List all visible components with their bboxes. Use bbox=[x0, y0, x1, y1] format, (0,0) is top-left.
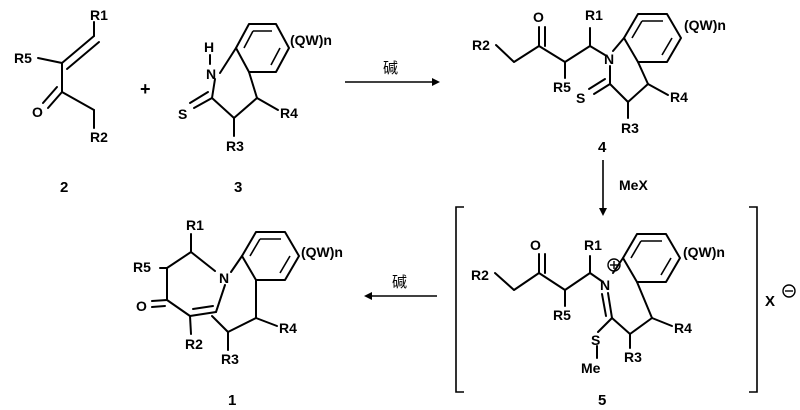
c5-r3-label: R3 bbox=[624, 349, 642, 365]
compound-2: R1 R5 O R2 2 bbox=[14, 7, 108, 196]
c3-sulfur-label: S bbox=[178, 106, 187, 122]
c4-sulfur-label: S bbox=[576, 90, 585, 106]
c5-r4-label: R4 bbox=[674, 320, 692, 336]
c1-r2-label: R2 bbox=[185, 336, 203, 352]
reagent-mex: MeX bbox=[619, 177, 648, 193]
c3-qw-label: (QW)n bbox=[290, 32, 332, 48]
reagent-base-1: 碱 bbox=[383, 59, 398, 77]
compound-5-number: 5 bbox=[598, 392, 606, 409]
compound-4-number: 4 bbox=[598, 139, 607, 156]
c2-r2-label: R2 bbox=[90, 129, 108, 145]
c5-oxygen-label: O bbox=[530, 237, 541, 253]
c1-r4-label: R4 bbox=[279, 320, 297, 336]
c4-r2-label: R2 bbox=[472, 37, 490, 53]
arrow-base-2: 碱 bbox=[364, 273, 437, 300]
c2-oxygen-label: O bbox=[32, 104, 43, 120]
compound-1-number: 1 bbox=[228, 392, 236, 409]
c1-nitrogen-label: N bbox=[219, 270, 229, 286]
c4-nitrogen-label: N bbox=[604, 51, 614, 67]
arrow-methylation: MeX bbox=[599, 160, 648, 216]
compound-5: O R1 R2 R5 N S Me R3 R4 (QW)n X 5 bbox=[455, 206, 796, 409]
c3-r3-label: R3 bbox=[226, 138, 244, 154]
c4-qw-label: (QW)n bbox=[684, 17, 726, 33]
compound-3-number: 3 bbox=[234, 179, 242, 196]
c5-nitrogen-label: N bbox=[600, 277, 610, 293]
c5-qw-label: (QW)n bbox=[683, 244, 725, 260]
arrow-base-1: 碱 bbox=[345, 59, 440, 86]
c3-h-label: H bbox=[204, 39, 214, 55]
c1-oxygen-label: O bbox=[136, 298, 147, 314]
compound-4: O R1 R2 R5 N S R3 R4 (QW)n 4 bbox=[472, 7, 726, 156]
c4-r1-label: R1 bbox=[585, 7, 603, 23]
counterion-label: X bbox=[765, 293, 775, 310]
c5-r1-label: R1 bbox=[584, 237, 602, 253]
c1-r1-label: R1 bbox=[186, 217, 204, 233]
reagent-base-2: 碱 bbox=[392, 273, 407, 291]
c1-r3-label: R3 bbox=[221, 351, 239, 367]
c4-r3-label: R3 bbox=[621, 120, 639, 136]
c4-oxygen-label: O bbox=[533, 9, 544, 25]
plus-sign: + bbox=[140, 79, 151, 99]
c2-r1-label: R1 bbox=[90, 7, 108, 23]
c3-nitrogen-label: N bbox=[206, 66, 216, 82]
c5-sulfur-label: S bbox=[591, 332, 600, 348]
c1-r5-label: R5 bbox=[133, 259, 151, 275]
c3-r4-label: R4 bbox=[280, 105, 298, 121]
c1-qw-label: (QW)n bbox=[301, 244, 343, 260]
c5-r2-label: R2 bbox=[471, 267, 489, 283]
compound-3: H N S R3 R4 (QW)n 3 bbox=[178, 23, 332, 196]
c4-r4-label: R4 bbox=[670, 89, 688, 105]
c5-r5-label: R5 bbox=[553, 307, 571, 323]
compound-2-number: 2 bbox=[60, 179, 68, 196]
c5-methyl-label: Me bbox=[581, 360, 601, 376]
c2-r5-label: R5 bbox=[14, 50, 32, 66]
compound-1: R1 R5 O N R2 R3 R4 (QW)n 1 bbox=[133, 217, 343, 409]
c4-r5-label: R5 bbox=[553, 79, 571, 95]
